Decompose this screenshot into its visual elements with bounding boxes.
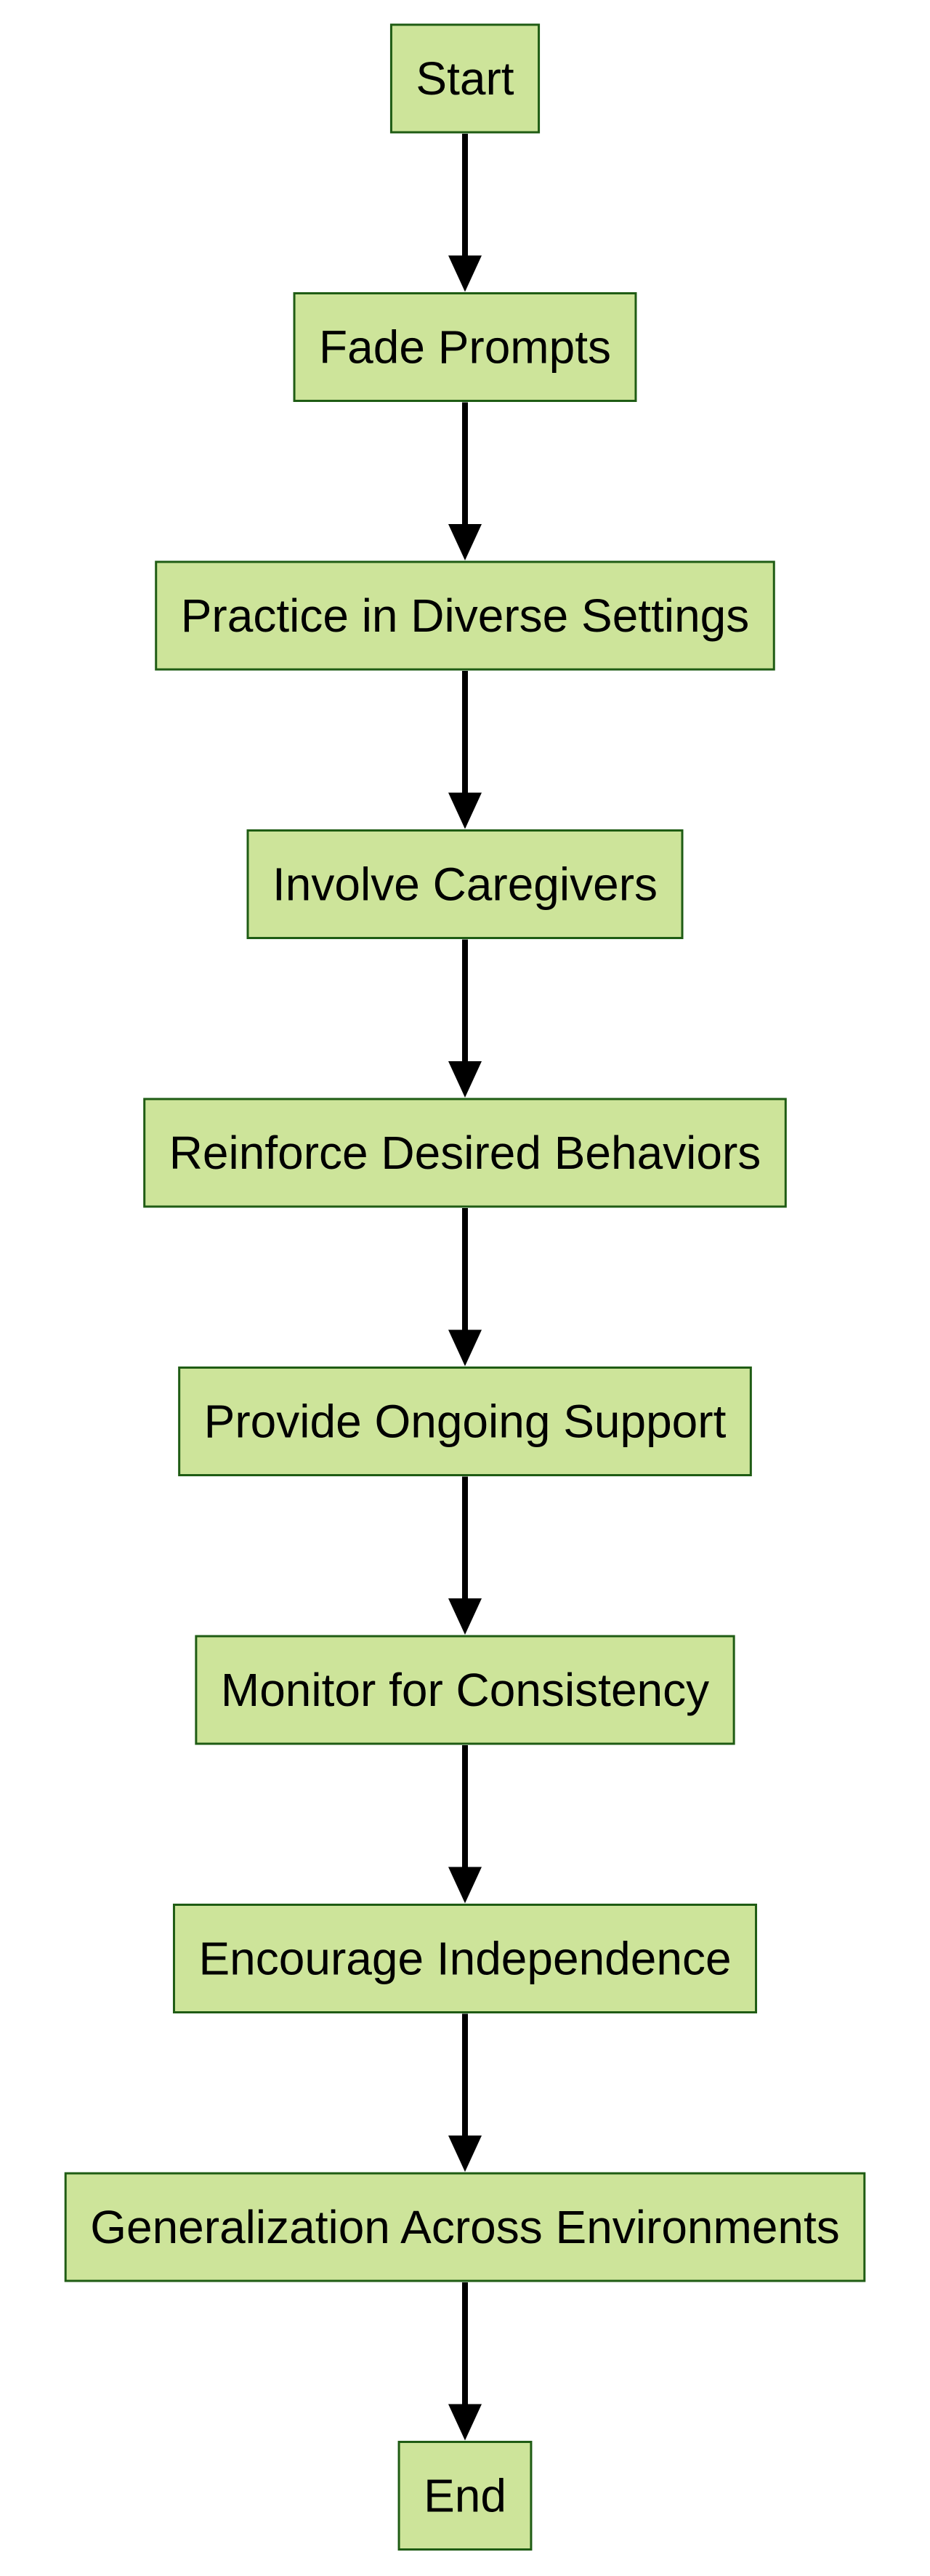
edge-start-to-fade-prompts <box>448 134 482 292</box>
edge-reinforce-desired-behaviors-to-provide-ongoing-support <box>448 1208 482 1367</box>
node-generalization-across-environments: Generalization Across Environments <box>64 2172 866 2282</box>
node-start: Start <box>389 23 541 134</box>
node-label: Monitor for Consistency <box>221 1664 709 1716</box>
node-practice-in-diverse-settings: Practice in Diverse Settings <box>155 560 775 671</box>
node-end: End <box>397 2441 533 2551</box>
node-label: Generalization Across Environments <box>90 2201 840 2253</box>
edge-practice-in-diverse-settings-to-involve-caregivers <box>448 671 482 829</box>
node-box <box>178 1367 752 1476</box>
node-label: Start <box>416 52 514 105</box>
node-label: End <box>424 2470 506 2522</box>
arrowhead <box>448 1598 482 1635</box>
node-reinforce-desired-behaviors: Reinforce Desired Behaviors <box>143 1098 787 1208</box>
node-box <box>246 829 684 939</box>
edge-fade-prompts-to-practice-in-diverse-settings <box>448 402 482 560</box>
node-fade-prompts: Fade Prompts <box>293 292 637 402</box>
arrowhead <box>448 255 482 292</box>
arrowhead <box>448 2404 482 2441</box>
edge-monitor-for-consistency-to-encourage-independence <box>448 1745 482 1904</box>
node-provide-ongoing-support: Provide Ongoing Support <box>178 1367 752 1476</box>
node-label: Reinforce Desired Behaviors <box>169 1127 761 1179</box>
node-box <box>293 292 637 402</box>
arrowhead <box>448 1329 482 1367</box>
edge-encourage-independence-to-generalization-across-environments <box>448 2013 482 2172</box>
edges-layer <box>448 134 482 2441</box>
node-box <box>155 560 775 671</box>
node-box <box>64 2172 866 2282</box>
edge-generalization-across-environments-to-end <box>448 2282 482 2441</box>
node-box <box>389 23 541 134</box>
edge-provide-ongoing-support-to-monitor-for-consistency <box>448 1476 482 1635</box>
arrowhead <box>448 524 482 560</box>
arrowhead <box>448 792 482 829</box>
arrowhead <box>448 2136 482 2172</box>
node-monitor-for-consistency: Monitor for Consistency <box>195 1635 735 1745</box>
node-encourage-independence: Encourage Independence <box>172 1904 758 2013</box>
node-label: Practice in Diverse Settings <box>181 589 750 642</box>
node-label: Provide Ongoing Support <box>204 1396 727 1448</box>
node-label: Involve Caregivers <box>272 858 658 911</box>
node-label: Encourage Independence <box>198 1933 731 1985</box>
node-box <box>143 1098 787 1208</box>
node-box <box>172 1904 758 2013</box>
node-involve-caregivers: Involve Caregivers <box>246 829 684 939</box>
edge-involve-caregivers-to-reinforce-desired-behaviors <box>448 939 482 1098</box>
node-label: Fade Prompts <box>319 321 611 374</box>
arrowhead <box>448 1061 482 1098</box>
arrowhead <box>448 1867 482 1904</box>
node-box <box>397 2441 533 2551</box>
node-box <box>195 1635 735 1745</box>
